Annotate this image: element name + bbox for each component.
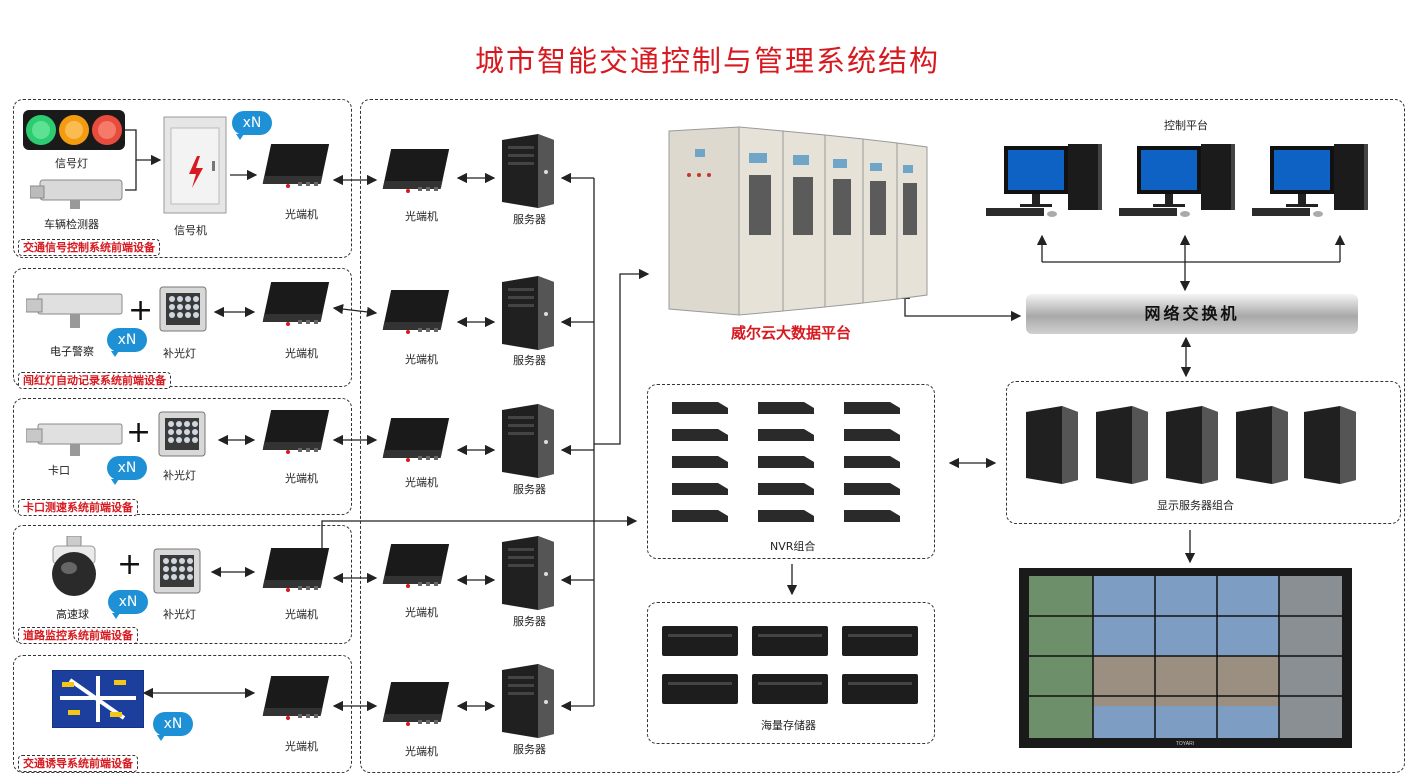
- plus-icon: +: [126, 415, 152, 450]
- label-server: 服务器: [513, 743, 546, 756]
- label-e-police: 电子警察: [50, 345, 94, 358]
- e-police-camera-icon: [26, 293, 123, 328]
- label-server: 服务器: [513, 213, 546, 226]
- dome-camera-icon: [52, 536, 96, 596]
- server-icon: [502, 664, 554, 738]
- workstation-icon: [986, 144, 1102, 217]
- nvr-box: [647, 384, 935, 559]
- label-server: 服务器: [513, 354, 546, 367]
- label-fill-light: 补光灯: [163, 347, 196, 360]
- label-optical: 光端机: [405, 745, 438, 758]
- plus-icon: +: [128, 293, 154, 328]
- nvr-group-icon: [672, 402, 900, 522]
- display-server-group-icon: [1026, 406, 1356, 484]
- optical-transceiver-icon: [262, 548, 330, 592]
- label-bigdata-platform: 威尔云大数据平台: [731, 324, 852, 342]
- label-optical: 光端机: [405, 210, 438, 223]
- guidance-board-icon: [52, 670, 144, 728]
- multiplier-badge: xN: [153, 712, 193, 741]
- section-label-guidance: 交通诱导系统前端设备: [18, 755, 138, 772]
- workstation-icon: [1252, 144, 1368, 217]
- checkpoint-camera-icon: [26, 423, 123, 456]
- label-dome: 高速球: [56, 608, 89, 621]
- label-optical: 光端机: [405, 606, 438, 619]
- label-server: 服务器: [513, 483, 546, 496]
- workstation-icon: [1119, 144, 1235, 217]
- server-icon: [502, 276, 554, 350]
- network-switch: 网络交换机: [1026, 294, 1358, 334]
- label-optical: 光端机: [285, 740, 318, 753]
- section-label-redlight: 闯红灯自动记录系统前端设备: [18, 372, 171, 389]
- section-label-checkpoint: 卡口测速系统前端设备: [18, 499, 138, 516]
- optical-transceiver-icon: [262, 410, 330, 454]
- label-optical: 光端机: [405, 476, 438, 489]
- vehicle-detector-icon: [30, 179, 123, 209]
- label-checkpoint: 卡口: [48, 464, 70, 477]
- optical-transceiver-icon: [382, 682, 450, 726]
- multiplier-badge: xN: [232, 111, 272, 140]
- label-storage: 海量存储器: [761, 719, 816, 732]
- section-monitor-box: [13, 525, 352, 644]
- bigdata-platform-cabinets-icon: [668, 126, 928, 316]
- fill-light-icon: [153, 548, 201, 594]
- label-control-platform: 控制平台: [1164, 119, 1208, 132]
- server-icon: [502, 536, 554, 610]
- traffic-light-icon: [23, 110, 125, 150]
- label-optical: 光端机: [285, 608, 318, 621]
- section-label-signal: 交通信号控制系统前端设备: [18, 239, 160, 256]
- section-label-monitor: 道路监控系统前端设备: [18, 627, 138, 644]
- label-fill-light: 补光灯: [163, 469, 196, 482]
- label-nvr: NVR组合: [770, 540, 816, 553]
- label-optical: 光端机: [285, 208, 318, 221]
- optical-transceiver-icon: [262, 282, 330, 326]
- section-redlight-box: [13, 268, 352, 387]
- label-signal-controller: 信号机: [174, 224, 207, 237]
- optical-transceiver-icon: [382, 149, 450, 193]
- optical-transceiver-icon: [382, 544, 450, 588]
- optical-transceiver-icon: [262, 144, 330, 188]
- fill-light-icon: [159, 286, 207, 332]
- display-server-box: [1006, 381, 1401, 524]
- label-optical: 光端机: [405, 353, 438, 366]
- storage-array-icon: [662, 626, 918, 704]
- label-signal-light: 信号灯: [55, 157, 88, 170]
- label-optical: 光端机: [285, 347, 318, 360]
- server-icon: [502, 134, 554, 208]
- section-checkpoint-box: [13, 398, 352, 515]
- label-vehicle-detector: 车辆检测器: [44, 218, 99, 231]
- page-title: 城市智能交通控制与管理系统结构: [474, 44, 940, 78]
- storage-box: [647, 602, 935, 744]
- video-wall-icon: TOYARI: [1019, 568, 1352, 748]
- multiplier-badge: xN: [108, 590, 148, 619]
- fill-light-icon: [158, 411, 206, 457]
- svg-text:TOYARI: TOYARI: [1176, 741, 1194, 747]
- plus-icon: +: [117, 547, 143, 582]
- signal-controller-cabinet-icon: [163, 116, 227, 214]
- label-fill-light: 补光灯: [163, 608, 196, 621]
- multiplier-badge: xN: [107, 456, 147, 485]
- server-icon: [502, 404, 554, 478]
- label-display-servers: 显示服务器组合: [1157, 499, 1234, 512]
- optical-transceiver-icon: [382, 418, 450, 462]
- optical-transceiver-icon: [382, 290, 450, 334]
- label-optical: 光端机: [285, 472, 318, 485]
- optical-transceiver-icon: [262, 676, 330, 720]
- label-server: 服务器: [513, 615, 546, 628]
- section-guidance-box: [13, 655, 352, 773]
- multiplier-badge: xN: [107, 328, 147, 357]
